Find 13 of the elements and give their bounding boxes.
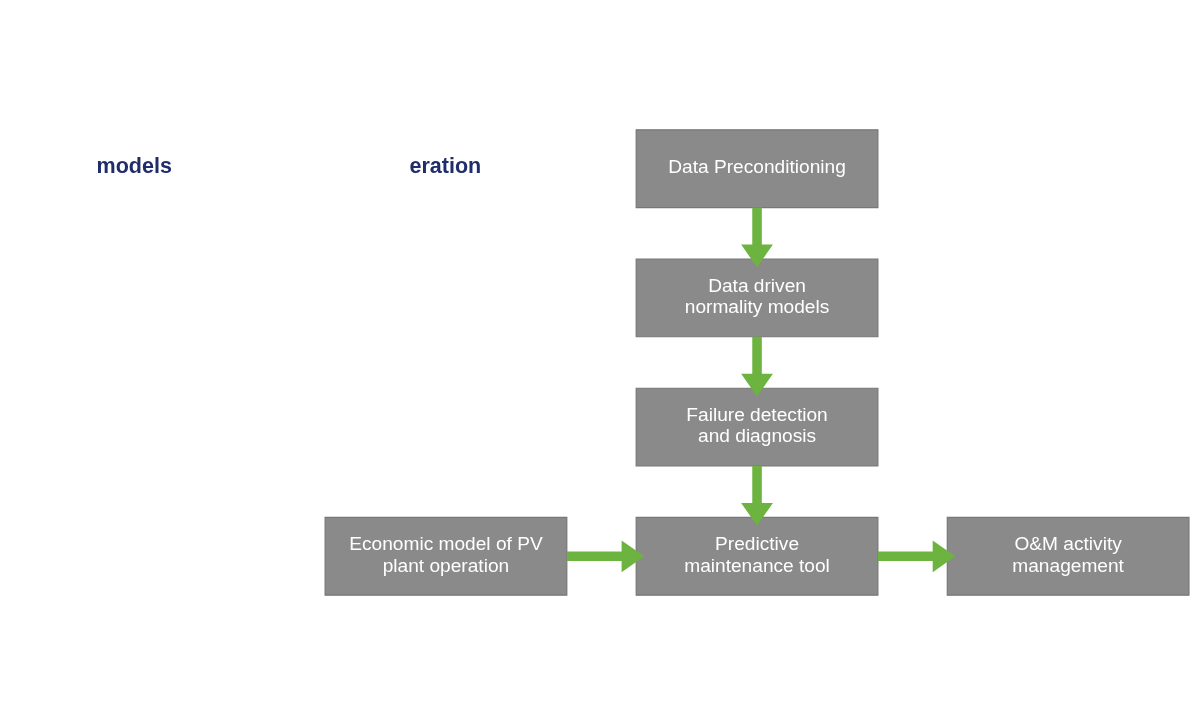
arrow	[741, 336, 773, 396]
node-box: O&M activity management	[946, 516, 1190, 596]
arrow	[566, 539, 645, 572]
arrow	[741, 465, 773, 526]
node-box: Data driven normality models	[635, 257, 879, 337]
arrow	[877, 539, 956, 572]
node-box: Predictive maintenance tool	[635, 516, 879, 596]
label: models	[96, 153, 172, 178]
arrow	[741, 207, 773, 267]
label: eration	[409, 153, 482, 178]
node-box: Failure detection and diagnosis	[635, 387, 879, 467]
node-box: Economic model of PV plant operation	[324, 516, 568, 596]
node-box: Data Preconditioning	[635, 128, 879, 208]
